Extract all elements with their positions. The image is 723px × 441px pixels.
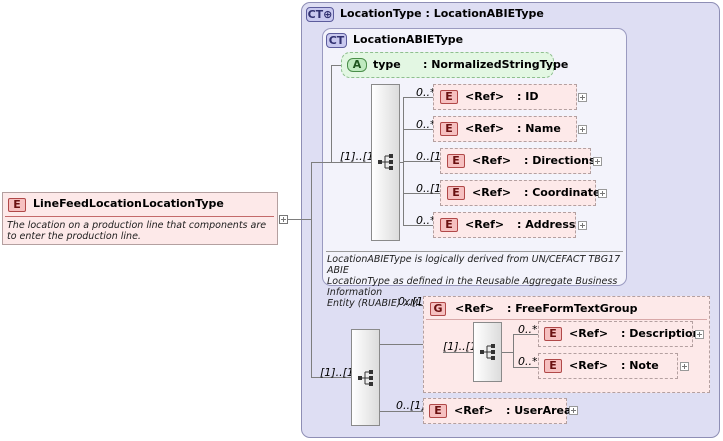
sequence-icon [378, 154, 393, 170]
expand-icon[interactable] [578, 93, 587, 102]
element-cardinality: 0..* [416, 86, 436, 99]
element-ref: <Ref> [454, 404, 494, 417]
element-name: : Address [517, 218, 576, 231]
element-icon: E [440, 122, 458, 136]
element-name: : Name [517, 122, 561, 135]
element-name: : ID [517, 90, 539, 103]
type-documentation: LocationABIEType is logically derived fr… [327, 254, 621, 309]
element-cardinality: 0..* [518, 355, 538, 368]
element-icon: E [440, 90, 458, 104]
group-icon: G [430, 302, 446, 316]
expand-icon[interactable] [569, 406, 578, 415]
element-directions[interactable] [440, 148, 591, 174]
sequence-cardinality: [1]..[1] [443, 340, 482, 353]
element-icon: E [447, 154, 465, 168]
attribute-type[interactable] [341, 52, 554, 78]
sequence-cardinality: [1]..[1] [320, 366, 359, 379]
expand-icon[interactable] [680, 362, 689, 371]
element-icon: E [440, 218, 458, 232]
element-ref: <Ref> [465, 122, 505, 135]
element-ref: <Ref> [472, 154, 512, 167]
element-coordinate[interactable] [440, 180, 596, 206]
expand-icon[interactable] [578, 125, 587, 134]
sequence-icon [480, 344, 495, 360]
location-type-title: LocationType : LocationABIEType [340, 7, 544, 20]
root-description: The location on a production line that c… [7, 220, 267, 242]
element-cardinality: 0..[1] [396, 399, 426, 412]
element-name: : UserArea [506, 404, 572, 417]
group-cardinality: 0..[1] [398, 295, 428, 308]
abie-type-title: LocationABIEType [353, 33, 464, 46]
element-cardinality: 0..* [416, 214, 436, 227]
element-name: : Coordinate [524, 186, 601, 199]
group-divider [426, 319, 707, 320]
expand-icon[interactable] [593, 157, 602, 166]
expand-icon[interactable] [598, 189, 607, 198]
attribute-type-name: : NormalizedStringType [423, 58, 569, 71]
sequence-icon [358, 370, 373, 386]
collapse-icon[interactable] [279, 215, 288, 224]
element-cardinality: 0..[1] [416, 150, 446, 163]
root-element-line-feed-location[interactable] [2, 192, 278, 245]
element-cardinality: 0..[1] [416, 182, 446, 195]
element-name: : Directions [524, 154, 596, 167]
group-name: : FreeFormTextGroup [507, 302, 638, 315]
element-name: : Description [621, 327, 701, 340]
complex-type-icon: CT [326, 33, 347, 48]
element-ref: <Ref> [465, 90, 505, 103]
group-ref: <Ref> [455, 302, 495, 315]
element-ref: <Ref> [569, 359, 609, 372]
attribute-icon: A [347, 58, 367, 72]
expand-icon[interactable] [578, 221, 587, 230]
element-icon: E [544, 327, 562, 341]
note-divider [326, 251, 623, 252]
element-description[interactable] [538, 321, 693, 347]
attribute-name: type [373, 58, 401, 71]
root-divider [5, 216, 274, 217]
element-cardinality: 0..* [416, 118, 436, 131]
sequence-compositor[interactable] [473, 322, 502, 382]
element-ref: <Ref> [472, 186, 512, 199]
element-ref: <Ref> [569, 327, 609, 340]
complex-type-icon: CT⊕ [306, 7, 334, 22]
element-address[interactable] [433, 212, 576, 238]
root-element-type: : LocationType [134, 197, 224, 210]
element-ref: <Ref> [465, 218, 505, 231]
element-name: : Note [621, 359, 659, 372]
element-cardinality: 0..* [518, 323, 538, 336]
element-icon: E [544, 359, 562, 373]
sequence-cardinality: [1]..[1] [340, 150, 379, 163]
expand-icon[interactable] [695, 330, 704, 339]
element-user-area[interactable] [423, 398, 567, 424]
element-icon: E [447, 186, 465, 200]
element-icon: E [429, 404, 447, 418]
root-element-name: LineFeedLocation [33, 197, 142, 210]
element-icon: E [8, 198, 26, 212]
